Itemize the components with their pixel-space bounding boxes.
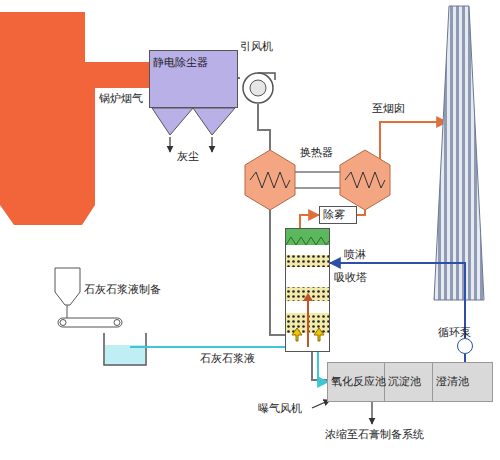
- exchanger-label: 换热器: [300, 146, 333, 159]
- demister-box: 除雾: [319, 206, 357, 224]
- node-label: 静电除尘器: [153, 56, 208, 69]
- tank-box: 沉淀池: [384, 362, 438, 402]
- limestone-prep: [55, 268, 146, 365]
- fan-symbol: [242, 70, 278, 106]
- tank-box: 氧化反应池: [327, 362, 390, 402]
- tank-box: 澄清池: [432, 362, 493, 402]
- node-label: 除雾: [323, 208, 345, 221]
- chimney-label: 至烟囱: [372, 102, 405, 115]
- pipe-connector: [464, 354, 466, 362]
- prep-label: 石灰石浆液制备: [84, 283, 161, 296]
- fan: 引风机: [240, 40, 276, 106]
- node-label: 沉淀池: [388, 375, 421, 388]
- blower-label: 曝气风机: [258, 402, 302, 415]
- precipitator-box: 静电除尘器: [149, 50, 238, 108]
- slurry-label: 石灰石浆液: [200, 352, 255, 365]
- flue-gas-label: 锅炉烟气: [99, 92, 143, 105]
- boiler: [0, 12, 152, 225]
- dust-label: 灰尘: [177, 150, 199, 163]
- absorber-tower: 吸收塔: [285, 228, 330, 352]
- node-label: 循环泵: [438, 326, 471, 339]
- pipe-connector: [238, 77, 240, 79]
- node-label: 澄清池: [436, 375, 469, 388]
- gypsum-label: 浓缩至石膏制备系统: [325, 428, 424, 441]
- node-label: 引风机: [240, 40, 273, 53]
- node-label: 氧化反应池: [331, 375, 386, 388]
- node-label: 吸收塔: [334, 271, 367, 284]
- spray-label: 喷淋: [344, 248, 366, 261]
- pipe-connector: [300, 215, 319, 228]
- pump: 循环泵: [457, 338, 473, 354]
- esp-hopper: [152, 108, 235, 135]
- tower-internals: [286, 229, 329, 351]
- chimney: [434, 6, 484, 300]
